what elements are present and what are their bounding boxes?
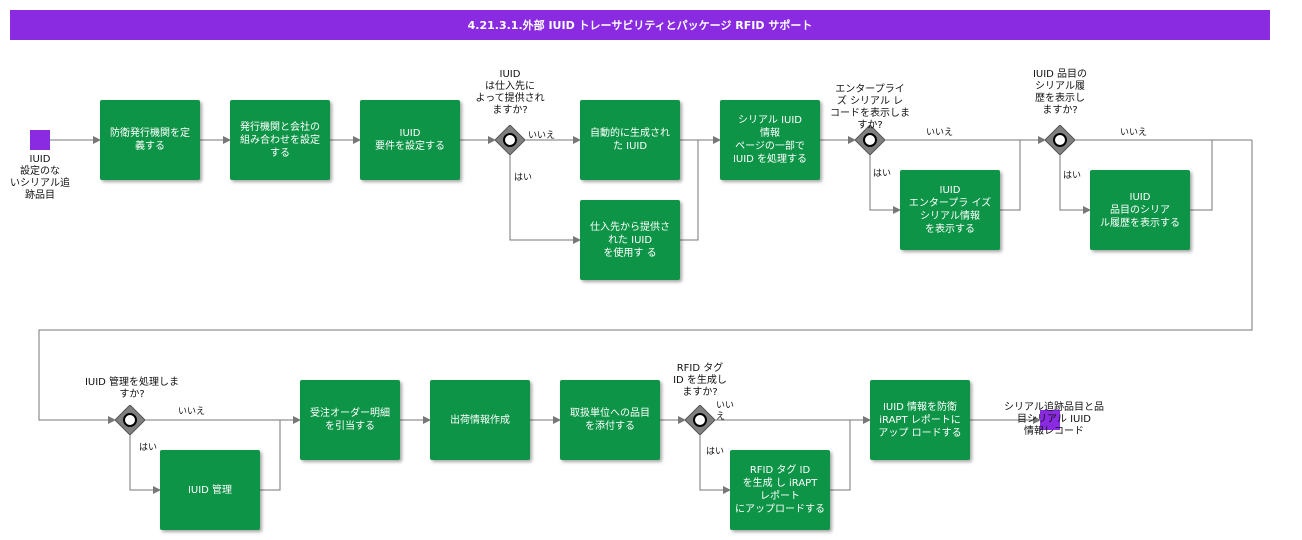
flow-label-g4-no: いいえ xyxy=(178,407,206,417)
gateway-label-rfid-tag: RFID タグ ID を生成し ますか? xyxy=(673,363,727,398)
task-set-iuid-requirements[interactable]: IUID 要件を設定する xyxy=(360,100,460,180)
gateway-rfid-tag xyxy=(685,405,715,435)
end-event-label: シリアル追跡品目と品 目シリアル IUID 情報レコード xyxy=(1004,402,1104,437)
task-show-enterprise-serial[interactable]: IUID エンタープラ イズ シリアル情報 を表示する xyxy=(900,170,1000,250)
start-event-label: IUID 設定のな いシリアル追 跡品目 xyxy=(10,154,70,201)
task-create-shipment-info[interactable]: 出荷情報作成 xyxy=(430,380,530,460)
start-event xyxy=(30,130,50,150)
gateway-label-iuid-management: IUID 管理を処理しま すか? xyxy=(84,377,180,400)
gateway-iuid-management xyxy=(115,405,145,435)
flow-label-g2-yes: はい xyxy=(873,169,892,179)
task-process-iuid-serial-page[interactable]: シリアル IUID 情報 ページの一部で IUID を処理する xyxy=(720,100,820,180)
gateway-label-enterprise-serial: エンタープライ ズ シリアル レ コードを表示しま すか? xyxy=(830,84,910,131)
gateway-label-serial-history: IUID 品目の シリアル履 歴を表示し ますか? xyxy=(1032,69,1088,116)
gateway-serial-history xyxy=(1045,125,1075,155)
task-attach-item-handling-unit[interactable]: 取扱単位への品目 を添付する xyxy=(560,380,660,460)
end-event xyxy=(1040,410,1060,430)
task-iuid-management[interactable]: IUID 管理 xyxy=(160,450,260,530)
flow-label-g2-no: いいえ xyxy=(926,128,954,138)
flow-label-g5-yes: はい xyxy=(706,447,725,457)
task-allocate-order-lines[interactable]: 受注オーダー明細 を引当する xyxy=(300,380,400,460)
gateway-label-supplier-iuid: IUID は仕入先に よって提供され ますか? xyxy=(475,69,545,116)
task-set-agency-company[interactable]: 発行機関と会社の 組み合わせを設定 する xyxy=(230,100,330,180)
flow-label-g3-no: いいえ xyxy=(1120,128,1148,138)
flow-label-g3-yes: はい xyxy=(1063,171,1082,181)
task-upload-iuid-irapt[interactable]: IUID 情報を防衛 iRAPT レポートに アップ ロードする xyxy=(870,380,970,460)
gateway-enterprise-serial xyxy=(855,125,885,155)
gateway-supplier-iuid xyxy=(495,125,525,155)
task-generate-rfid-upload[interactable]: RFID タグ ID を生成 し iRAPT レポート にアップロードする xyxy=(730,450,830,530)
flow-label-g1-yes: はい xyxy=(514,173,533,183)
task-auto-generated-iuid[interactable]: 自動的に生成され た IUID xyxy=(580,100,680,180)
flow-label-g5-no: いい え xyxy=(716,401,735,422)
task-show-item-serial-history[interactable]: IUID 品目のシリア ル履歴を表示する xyxy=(1090,170,1190,250)
flow-label-g4-yes: はい xyxy=(139,443,158,453)
flow-label-g1-no: いいえ xyxy=(528,131,556,141)
task-define-issuing-agency[interactable]: 防衛発行機関を定 義する xyxy=(100,100,200,180)
task-use-supplier-iuid[interactable]: 仕入先から提供さ れた IUID を使用す る xyxy=(580,200,680,280)
diagram-title: 4.21.3.1.外部 IUID トレーサビリティとパッケージ RFID サポー… xyxy=(10,10,1270,40)
